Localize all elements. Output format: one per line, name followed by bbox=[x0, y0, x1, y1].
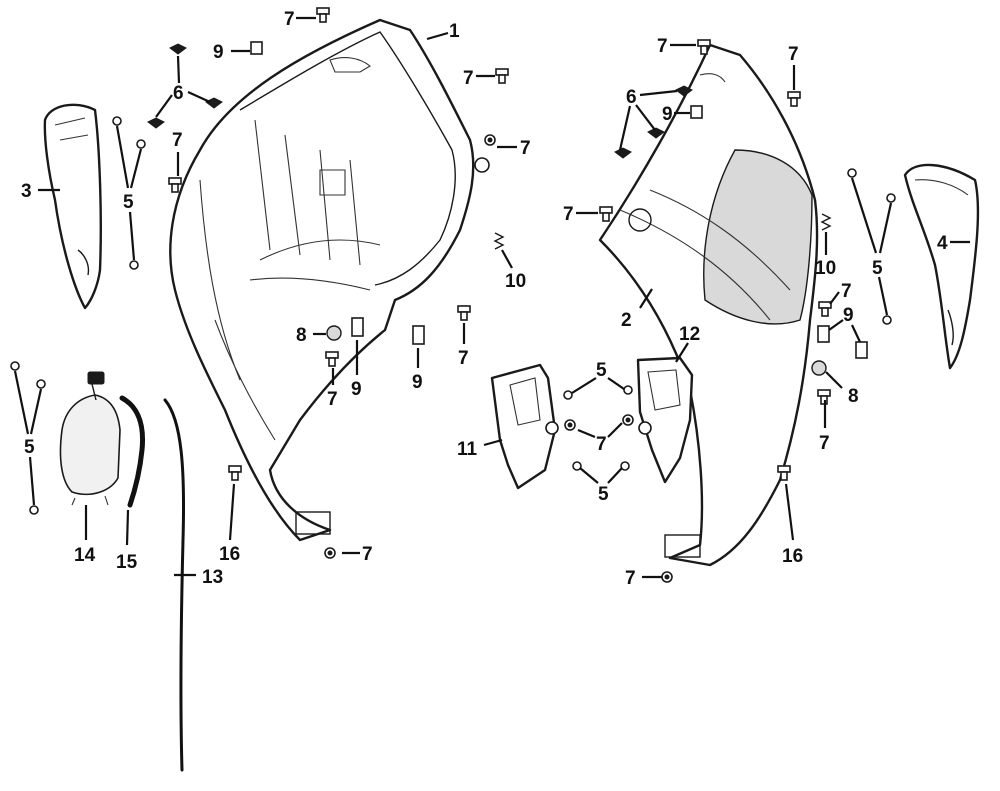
callout-12: 12 bbox=[679, 324, 700, 345]
leader-lines bbox=[13, 16, 970, 579]
part-2-outer-cowl bbox=[598, 43, 819, 567]
callout-4: 4 bbox=[937, 233, 948, 254]
callout-16: 16 bbox=[782, 546, 803, 567]
callout-3: 3 bbox=[21, 181, 32, 202]
clip-icon bbox=[647, 127, 665, 139]
small-screw-icon bbox=[36, 379, 46, 389]
callout-10: 10 bbox=[505, 271, 526, 292]
screw-icon bbox=[316, 7, 330, 23]
callout-16: 16 bbox=[219, 544, 240, 565]
small-screw-icon bbox=[882, 315, 892, 325]
callout-5: 5 bbox=[598, 484, 609, 505]
screw-icon bbox=[818, 301, 832, 317]
callout-8: 8 bbox=[848, 386, 859, 407]
grommet-icon bbox=[326, 325, 342, 341]
nut-icon bbox=[690, 105, 703, 119]
part-15-hose bbox=[119, 395, 146, 508]
nut-icon bbox=[817, 325, 830, 343]
spring-clip-icon bbox=[493, 232, 505, 250]
clip-icon bbox=[614, 147, 632, 159]
clip-icon bbox=[205, 97, 223, 109]
callout-5: 5 bbox=[24, 437, 35, 458]
part-14-reservoir-tank bbox=[59, 371, 121, 506]
screw-icon bbox=[777, 465, 791, 481]
callout-5: 5 bbox=[596, 360, 607, 381]
callout-14: 14 bbox=[74, 545, 96, 566]
small-screw-icon bbox=[572, 461, 582, 471]
callout-7: 7 bbox=[657, 36, 668, 57]
callout-9: 9 bbox=[843, 305, 854, 326]
part-12-bracket bbox=[636, 356, 694, 484]
washer-icon bbox=[324, 547, 336, 559]
nut-icon bbox=[855, 341, 868, 359]
callout-9: 9 bbox=[351, 379, 362, 400]
callout-7: 7 bbox=[841, 281, 852, 302]
screw-icon bbox=[325, 351, 339, 367]
washer-icon bbox=[484, 134, 496, 146]
washer-icon bbox=[622, 414, 634, 426]
callout-9: 9 bbox=[213, 42, 224, 63]
callout-7: 7 bbox=[625, 568, 636, 589]
callout-5: 5 bbox=[872, 258, 883, 279]
small-screw-icon bbox=[112, 116, 122, 126]
callout-7: 7 bbox=[284, 9, 295, 30]
callout-7: 7 bbox=[463, 68, 474, 89]
screw-icon bbox=[697, 39, 711, 55]
part-11-bracket bbox=[490, 363, 559, 490]
callout-13: 13 bbox=[202, 567, 223, 588]
part-13-long-hose bbox=[163, 398, 186, 772]
callout-7: 7 bbox=[327, 389, 338, 410]
callout-7: 7 bbox=[520, 138, 531, 159]
callout-5: 5 bbox=[123, 192, 134, 213]
callout-10: 10 bbox=[815, 258, 836, 279]
callout-7: 7 bbox=[788, 44, 799, 65]
small-screw-icon bbox=[129, 260, 139, 270]
small-screw-icon bbox=[563, 390, 573, 400]
screw-icon bbox=[495, 68, 509, 84]
screw-icon bbox=[787, 91, 801, 107]
spring-clip-icon bbox=[820, 213, 832, 231]
callout-labels: 1 2 3 4 5 5 5 5 5 6 6 7 7 7 7 7 7 7 7 7 … bbox=[21, 9, 948, 589]
part-1-inner-cowl bbox=[169, 18, 490, 542]
callout-7: 7 bbox=[563, 204, 574, 225]
clip-icon bbox=[147, 117, 165, 129]
part-3-left-side-panel bbox=[43, 103, 102, 310]
nut-icon bbox=[351, 317, 364, 337]
small-screw-icon bbox=[623, 385, 633, 395]
callout-6: 6 bbox=[173, 83, 184, 104]
callout-2: 2 bbox=[621, 310, 632, 331]
nut-icon bbox=[412, 325, 425, 345]
grommet-icon bbox=[811, 360, 827, 376]
screw-icon bbox=[168, 177, 182, 193]
screw-icon bbox=[228, 465, 242, 481]
callout-7: 7 bbox=[172, 130, 183, 151]
callout-7: 7 bbox=[819, 433, 830, 454]
small-screw-icon bbox=[29, 505, 39, 515]
fasteners bbox=[10, 7, 896, 583]
washer-icon bbox=[661, 571, 673, 583]
clip-icon bbox=[169, 43, 187, 55]
small-screw-icon bbox=[10, 361, 20, 371]
screw-icon bbox=[599, 206, 613, 222]
small-screw-icon bbox=[886, 193, 896, 203]
screw-icon bbox=[457, 305, 471, 321]
part-4-right-side-panel bbox=[903, 163, 980, 370]
callout-9: 9 bbox=[412, 372, 423, 393]
callout-9: 9 bbox=[662, 104, 673, 125]
callout-6: 6 bbox=[626, 87, 637, 108]
callout-7: 7 bbox=[362, 544, 373, 565]
nut-icon bbox=[250, 41, 263, 55]
small-screw-icon bbox=[620, 461, 630, 471]
callout-11: 11 bbox=[457, 439, 478, 460]
callout-7: 7 bbox=[458, 348, 469, 369]
clip-icon bbox=[675, 85, 693, 97]
callout-15: 15 bbox=[116, 552, 138, 573]
washer-icon bbox=[564, 419, 576, 431]
callout-8: 8 bbox=[296, 325, 307, 346]
callout-7: 7 bbox=[596, 434, 607, 455]
small-screw-icon bbox=[847, 168, 857, 178]
small-screw-icon bbox=[136, 139, 146, 149]
callout-1: 1 bbox=[449, 21, 460, 42]
